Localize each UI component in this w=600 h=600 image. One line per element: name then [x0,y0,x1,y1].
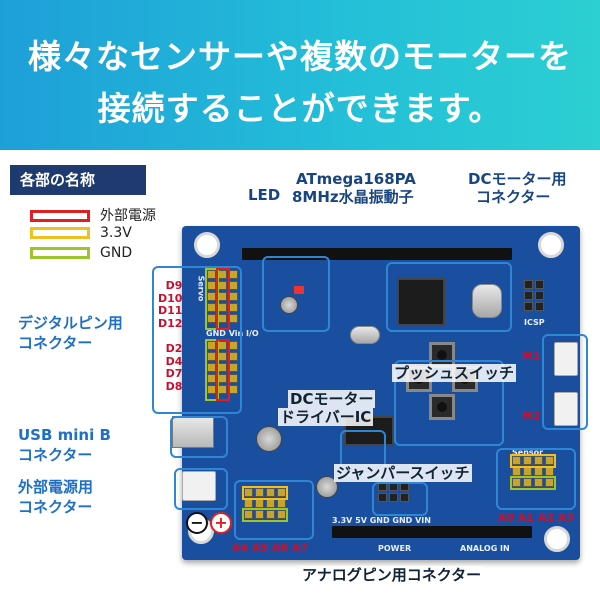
plus-icon: + [210,512,232,534]
pin-label: D12 [158,316,183,330]
label-m2: M2 [522,409,541,422]
callout-mcu [386,262,512,332]
callout-sensor-header [496,448,576,510]
external-power-outline [216,339,230,401]
crystal [350,326,380,344]
microcontroller-chip [397,278,445,326]
gnd-outline [205,339,219,401]
label-usb-line-2: コネクター [18,446,93,464]
pin-label: D9 [165,279,183,292]
callout-digital-pins [152,266,242,414]
pin-label: A2 [538,511,555,524]
digital-pin-labels: D9 D10 D11 D12 D2 D4 D7 D8 [158,279,183,393]
label-mcu-line-2: 8MHz水晶振動子 [292,188,414,206]
legend-title: 各部の名称 [10,165,146,195]
mount-hole [194,232,220,258]
pin-label: A4 [232,541,249,554]
silk-power: POWER [378,544,412,553]
pin-label: D2 [165,341,183,355]
callout-push-switch [394,360,504,446]
analog-labels-bottom: A4 A5 A6 A7 [232,541,309,555]
legend-label: 外部電源 [100,208,156,224]
legend-label: GND [100,245,133,261]
pin-label: D10 [158,291,183,305]
gnd-outline [510,476,556,490]
label-mcu-line-1: ATmega168PA [296,170,416,188]
bottom-pin-header [332,526,532,538]
led [294,286,304,294]
motor-connector-m1 [554,342,578,376]
pin-label: D7 [165,367,183,381]
mount-hole [544,526,570,552]
headline-banner: 様々なセンサーや複数のモーターを 接続することができます。 [0,0,600,150]
icsp-header [524,280,544,311]
label-dc-connector-line-1: DCモーター用 [468,170,567,188]
label-m1: M1 [522,349,541,362]
legend-label: 3.3V [100,225,132,241]
silk-gnd-vin: GND Vin I/O [206,329,259,338]
silk-sensor: Sensor [512,448,544,457]
external-power-outline [216,268,230,330]
circuit-board: Servo GND Vin I/O ICSP Sensor [172,226,580,560]
label-dc-connector-line-2: コネクター [476,188,551,206]
label-driver-line-2: ドライバーIC [278,408,374,426]
sensor-header-a0-a3 [512,456,554,487]
silk-analog-in: ANALOG IN [460,544,510,553]
callout-power-connector [174,468,228,510]
silk-power-pins: 3.3V 5V GND GND VIN [332,516,431,525]
headline-line-2: 接続することができます。 [97,89,503,128]
legend-swatch-yellow [30,227,90,239]
legend-swatch-green [30,247,90,259]
label-power-line-2: コネクター [18,498,93,516]
pin-label: D11 [158,304,183,318]
callout-usb [170,416,228,458]
pin-label: A6 [272,541,289,554]
motor-connector-m2 [554,392,578,426]
pin-label: D4 [165,354,183,368]
label-analog-connector: アナログピン用コネクター [300,566,484,584]
pin-label: A7 [292,541,309,554]
capacitor [316,476,338,498]
pin-label: A0 [498,511,515,524]
gnd-outline [242,508,288,522]
3v3-outline [242,486,288,500]
crystal-oscillator [472,284,502,318]
minus-icon: − [186,512,208,534]
label-power-line-1: 外部電源用 [18,478,94,496]
capacitor [256,426,282,452]
label-push-switch: プッシュスイッチ [392,364,517,382]
label-driver-line-1: DCモーター [288,390,376,408]
label-jumper-switch: ジャンパースイッチ [334,464,472,482]
pin-label: A5 [252,541,269,554]
capacitor [280,296,298,314]
gnd-outline [205,268,219,330]
silk-icsp: ICSP [524,318,545,327]
label-usb-line-1: USB mini B [18,426,111,444]
pin-label: A3 [558,511,575,524]
sensor-header-a4-a7 [244,488,286,519]
mount-hole [538,232,564,258]
legend-item-gnd: GND [30,245,132,261]
callout-analog-header [234,480,314,540]
push-button[interactable] [429,394,455,420]
analog-labels-top: A0 A1 A2 A3 [498,511,575,525]
label-digital-line-1: デジタルピン用 [18,314,123,332]
pin-label: A1 [518,511,535,524]
callout-led [262,256,330,332]
label-led: LED [248,186,281,204]
label-digital-line-2: コネクター [18,334,93,352]
legend-swatch-red [30,210,90,222]
pin-label: D8 [165,379,183,393]
callout-dc-motor-connector [542,334,588,430]
power-connector [182,471,216,501]
legend-item-external-power: 外部電源 [30,205,156,225]
legend-item-3v3: 3.3V [30,225,132,241]
callout-jumper [372,482,428,516]
3v3-outline [510,454,556,468]
headline-line-1: 様々なセンサーや複数のモーターを [28,37,572,76]
